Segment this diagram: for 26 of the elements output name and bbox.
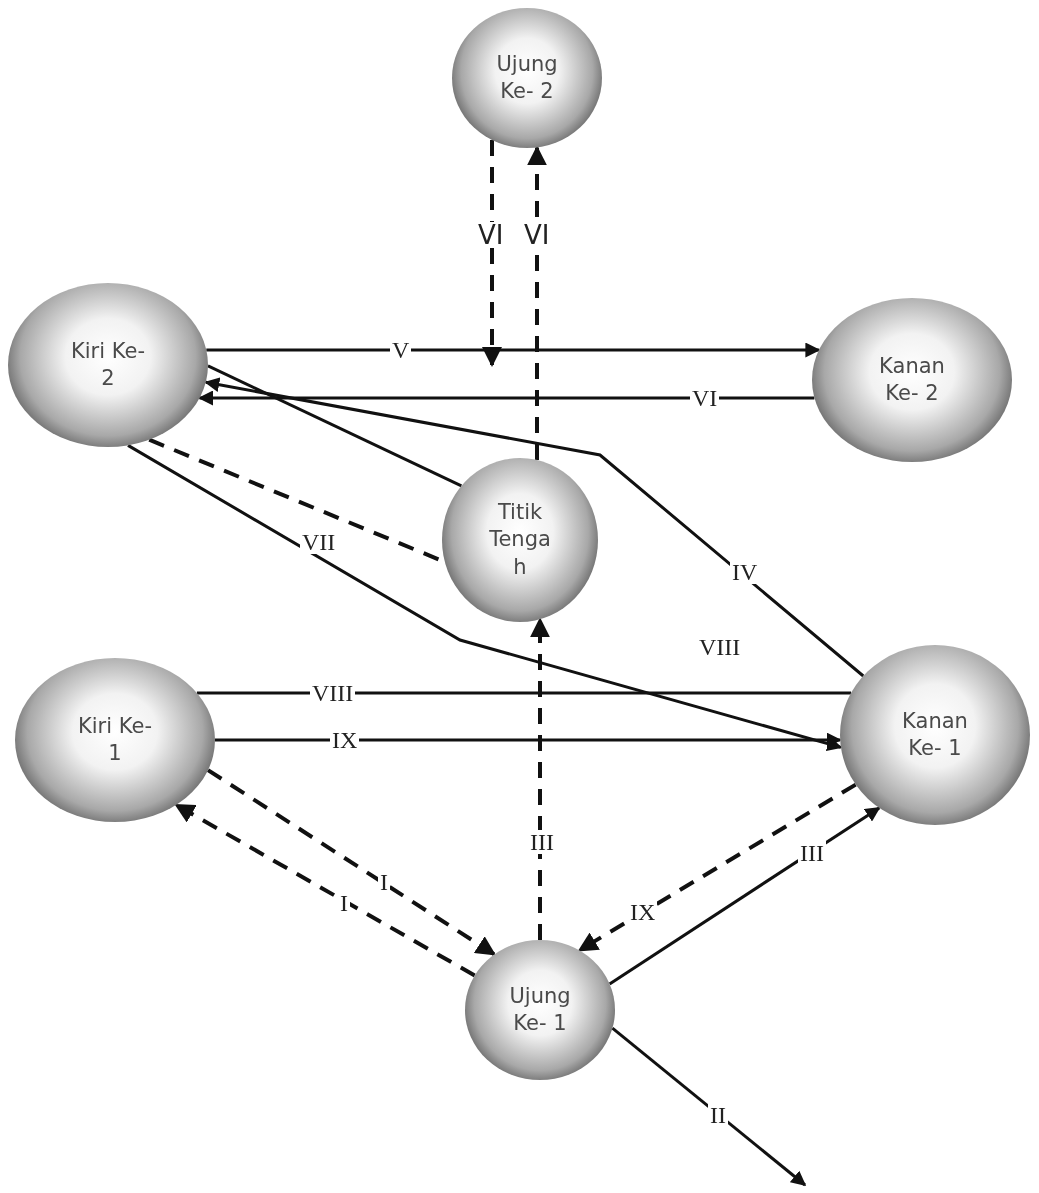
arrow <box>577 782 857 953</box>
arrow <box>206 768 497 957</box>
connector-line <box>196 691 851 695</box>
arrow <box>530 617 550 940</box>
arrow <box>608 806 881 986</box>
edge-label: III <box>798 841 826 865</box>
arrow <box>206 342 821 358</box>
edge-label: IV <box>730 560 760 584</box>
node-label: Kanan Ke- 2 <box>878 352 946 407</box>
edge-label: III <box>528 830 556 854</box>
arrow <box>127 444 843 751</box>
edge-label: II <box>708 1103 728 1127</box>
arrow <box>215 732 842 748</box>
arrow <box>174 803 476 978</box>
arrow <box>482 139 502 367</box>
node-label: Kiri Ke- 2 <box>70 337 146 392</box>
arrow <box>527 145 547 460</box>
arrow <box>611 1027 807 1187</box>
node-label: Ujung Ke- 1 <box>508 982 572 1037</box>
arrow <box>204 377 865 678</box>
arrow <box>198 390 815 406</box>
node-label: Kiri Ke- 1 <box>77 712 153 767</box>
node-label: Kanan Ke- 1 <box>901 707 969 762</box>
connector-line <box>207 364 463 488</box>
node-label: Ujung Ke- 2 <box>495 50 559 105</box>
node-label: Titik Tenga h <box>488 499 552 581</box>
